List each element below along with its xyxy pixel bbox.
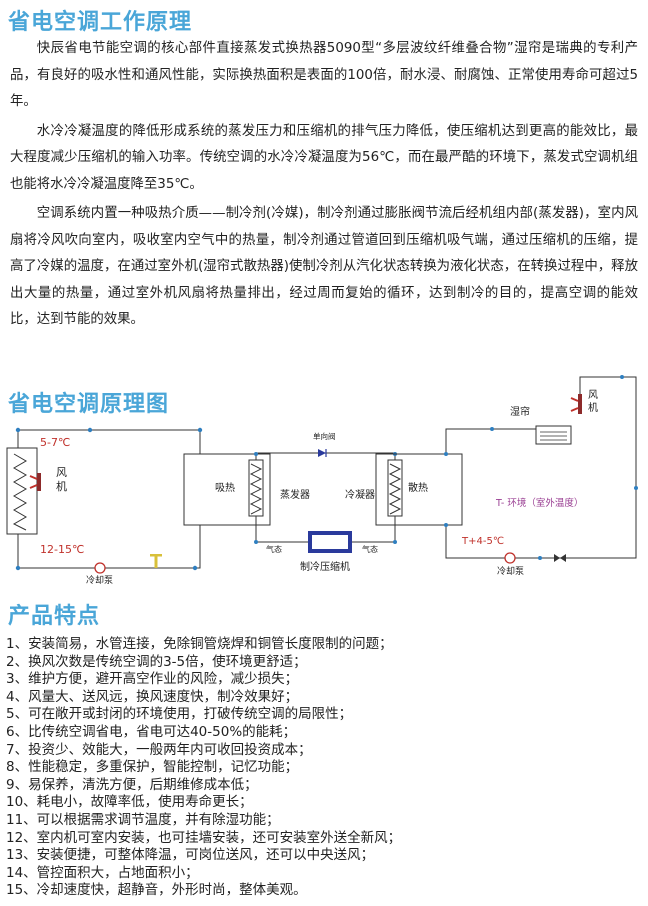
- condenser-unit: [375, 453, 463, 526]
- compressor-label: 制冷压缩机: [300, 560, 350, 573]
- feature-item: 15、冷却速度快，超静音，外形时尚，整体美观。: [6, 882, 307, 899]
- outdoor-fan-label-2: 机: [588, 401, 598, 414]
- feature-item: 9、易保养，清洗方便，后期维修成本低；: [6, 776, 258, 793]
- feature-item: 2、换风次数是传统空调的3-5倍，使环境更舒适；: [6, 653, 307, 670]
- indoor-fan-label-2: 机: [56, 479, 67, 493]
- gas-state-right-label: 气态: [362, 544, 378, 554]
- feature-item: 8、性能稳定，多重保护，智能控制，记忆功能；: [6, 759, 299, 776]
- evaporator-label: 蒸发器: [280, 488, 310, 501]
- wet-curtain-label: 湿帘: [510, 405, 530, 418]
- absorb-heat-label: 吸热: [215, 481, 235, 494]
- feature-item: 4、风量大、送风远，换风速度快，制冷效果好；: [6, 688, 299, 705]
- ambient-temp-label: T- 环境（室外温度）: [495, 497, 583, 509]
- feature-item: 12、室内机可室内安装，也可挂墙安装，还可安装室外送全新风；: [6, 829, 402, 846]
- outdoor-return-temp-label: T+4-5℃: [461, 536, 504, 547]
- return-temp-label: 12-15℃: [40, 543, 84, 556]
- valve-icon: [150, 554, 162, 568]
- dissipate-heat-label: 散热: [408, 481, 428, 494]
- feature-item: 13、安装便捷，可整体降温，可岗位送风，还可以中央送风；: [6, 847, 375, 864]
- outdoor-valve-icon: [554, 554, 566, 562]
- indoor-fan-label-1: 风: [56, 466, 67, 479]
- section-title-features: 产品特点: [8, 604, 101, 629]
- feature-item: 1、安装简易，水管连接，免除铜管烧焊和铜管长度限制的问题；: [6, 636, 393, 652]
- gas-state-left-label: 气态: [266, 544, 282, 554]
- check-valve-icon: [318, 449, 327, 457]
- cooling-pump-left-label: 冷却泵: [86, 574, 113, 586]
- wet-curtain-icon: [535, 425, 572, 445]
- feature-item: 10、耗电小，故障率低，使用寿命更长；: [6, 794, 253, 811]
- condenser-label: 冷凝器: [345, 488, 375, 501]
- cooling-pump-left-icon: [94, 562, 106, 574]
- section-title-principle: 省电空调工作原理: [8, 10, 193, 35]
- supply-temp-label: 5-7℃: [40, 436, 70, 449]
- compressor-icon: [308, 531, 352, 553]
- indoor-fan-icon: [29, 473, 41, 491]
- outdoor-fan-icon: [570, 394, 582, 414]
- feature-item: 11、可以根据需求调节温度，并有除湿功能；: [6, 811, 280, 828]
- check-valve-label: 单向阀: [313, 431, 336, 441]
- section-title-diagram: 省电空调原理图: [8, 392, 170, 417]
- intro-paragraph-1: 快辰省电节能空调的核心部件直接蒸发式换热器5090型“多层波纹纤维叠合物”湿帘是…: [10, 41, 638, 109]
- intro-text: 快辰省电节能空调的核心部件直接蒸发式换热器5090型“多层波纹纤维叠合物”湿帘是…: [10, 36, 638, 337]
- feature-item: 6、比传统空调省电，省电可达40-50%的能耗；: [6, 723, 297, 740]
- feature-item: 3、维护方便，避开高空作业的风险，减少损失；: [6, 671, 299, 688]
- feature-item: 14、管控面积大，占地面积小；: [6, 864, 199, 881]
- feature-item: 7、投资少、效能大，一般两年内可收回投资成本；: [6, 741, 312, 758]
- feature-list: 1、安装简易，水管连接，免除铜管烧焊和铜管长度限制的问题； 2、换风次数是传统空…: [6, 636, 642, 900]
- outdoor-fan-label-1: 风: [588, 389, 598, 401]
- intro-paragraph-3: 空调系统内置一种吸热介质——制冷剂(冷媒)，制冷剂通过膨胀阀节流后经机组内部(蒸…: [10, 206, 638, 327]
- principle-diagram: 风 机 5-7℃ 12-15℃ 冷却泵 吸热 蒸发器 单向阀 气态 气态 制冷压…: [6, 375, 638, 586]
- evaporator-unit: [183, 453, 271, 526]
- cooling-pump-right-label: 冷却泵: [497, 565, 524, 577]
- cooling-pump-right-icon: [504, 552, 516, 564]
- feature-item: 5、可在敞开或封闭的环境使用，打破传统空调的局限性；: [6, 706, 353, 723]
- intro-paragraph-2: 水冷冷凝温度的降低形成系统的蒸发压力和压缩机的排气压力降低，使压缩机达到更高的能…: [10, 123, 638, 192]
